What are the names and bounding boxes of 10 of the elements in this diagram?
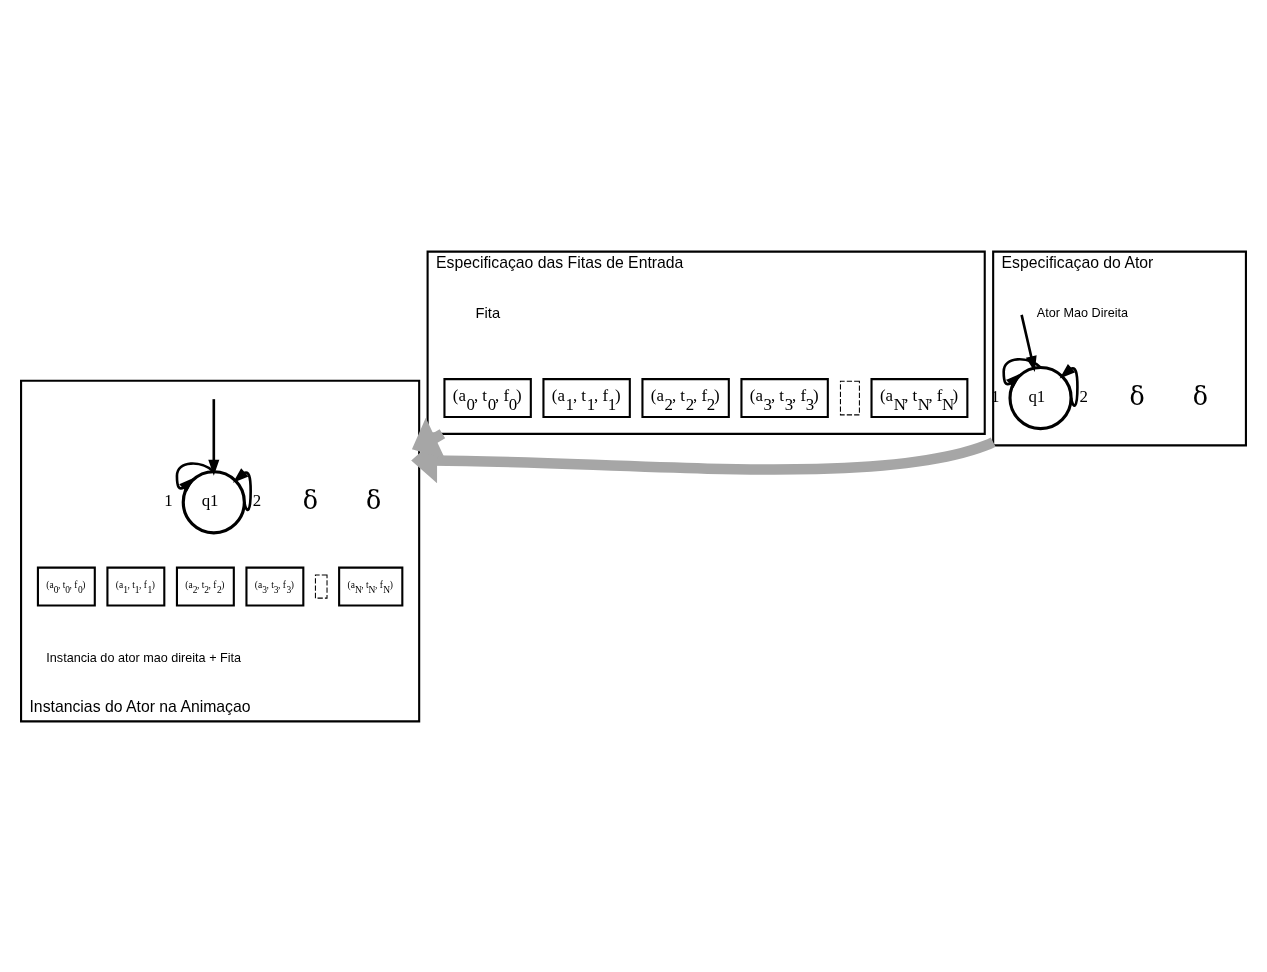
label: Fita [475,304,501,321]
label: δ [1192,381,1208,411]
label: δ [302,485,319,515]
label: δ [1129,381,1145,411]
label: Ator Mao Direita [1036,305,1129,320]
edge-label: 1 [164,490,173,510]
edge-label: 2 [1079,386,1088,406]
label: Instancia do ator mao direita + Fita [46,650,242,665]
edge-label: 2 [252,490,262,510]
label: δ [365,485,382,515]
